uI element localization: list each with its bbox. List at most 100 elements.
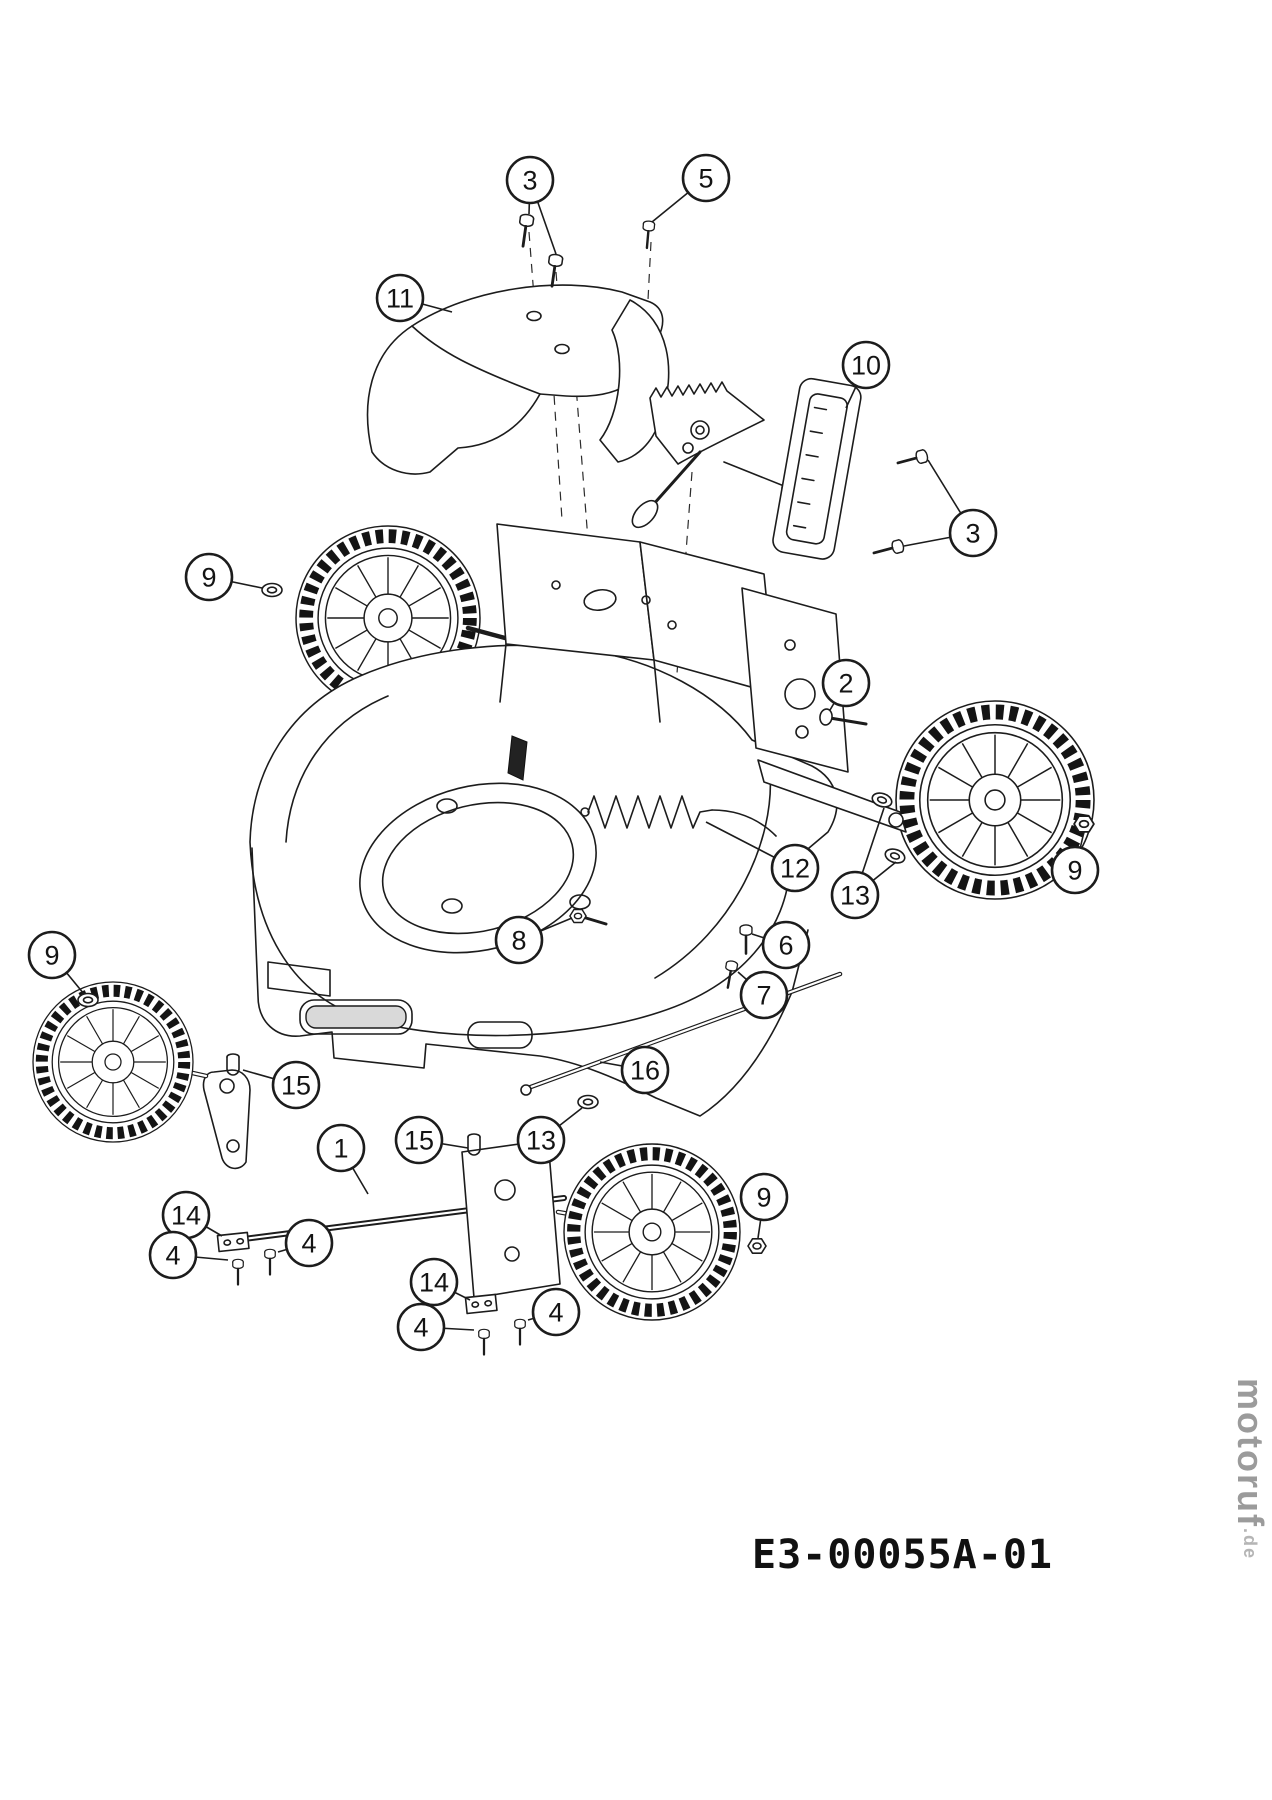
wheel-front-left — [296, 526, 508, 710]
wheel-front-lower-left — [33, 982, 193, 1142]
callout-14: 14 — [409, 1257, 471, 1307]
callout-10: 10 — [841, 340, 891, 409]
callout-2: 2 — [821, 658, 871, 711]
drawing-number: E3-00055A-01 — [752, 1532, 1053, 1578]
callout-circle — [27, 930, 77, 980]
callout-1: 1 — [316, 1123, 369, 1195]
callout-circle — [516, 1115, 566, 1165]
callout-number: 13 — [840, 880, 870, 910]
bracket-14b-icon — [464, 1293, 498, 1315]
callout-3: 3 — [903, 459, 998, 558]
callout-circle — [148, 1230, 198, 1280]
callout-number: 4 — [301, 1228, 316, 1258]
callout-number: 12 — [780, 853, 810, 883]
callout-circle — [316, 1123, 366, 1173]
callout-number: 3 — [522, 165, 537, 195]
washer-9c-icon — [77, 992, 99, 1008]
watermark: motoruf.de — [1230, 1378, 1271, 1560]
screw-4c-icon — [477, 1328, 491, 1356]
callout-9: 9 — [739, 1172, 789, 1239]
callout-7: 7 — [737, 970, 789, 1020]
callout-number: 8 — [511, 925, 526, 955]
callout-number: 10 — [851, 350, 881, 380]
callout-9: 9 — [1050, 831, 1100, 895]
callout-number: 15 — [404, 1125, 434, 1155]
callout-14: 14 — [161, 1190, 223, 1240]
callout-number: 9 — [201, 562, 216, 592]
callout-circle — [531, 1287, 581, 1337]
callout-circle — [505, 155, 555, 205]
callout-circle — [494, 915, 544, 965]
callout-circle — [841, 340, 891, 390]
screw-3a-icon — [515, 212, 536, 249]
callout-13: 13 — [516, 1107, 583, 1165]
callout-circle — [396, 1302, 446, 1352]
callout-circle — [375, 273, 425, 323]
wheel-rear-lower — [564, 1144, 740, 1320]
screw-3c-icon — [894, 447, 931, 471]
callout-16: 16 — [599, 1045, 670, 1095]
callout-number: 1 — [333, 1133, 348, 1163]
callout-number: 13 — [526, 1125, 556, 1155]
tension-spring — [580, 795, 777, 837]
washer-13c-icon — [577, 1094, 599, 1110]
callout-layer: 3 5 11 10 3 9 2 12 13 9 8 67 9 16 15 15 13 1 14 4 4 9 14 4 4 — [27, 153, 1100, 1352]
callout-circle — [1050, 845, 1100, 895]
callout-number: 7 — [756, 980, 771, 1010]
callout-15: 15 — [394, 1115, 469, 1165]
nut-9b-icon — [1073, 815, 1095, 833]
callout-number: 3 — [965, 518, 980, 548]
screw-4b-icon — [263, 1248, 277, 1276]
height-lever-assembly — [631, 381, 795, 529]
callout-3: 3 — [505, 155, 557, 255]
callout-number: 4 — [413, 1312, 428, 1342]
callout-9: 9 — [27, 930, 85, 995]
callout-circle — [830, 870, 880, 920]
mower-deck — [249, 523, 907, 1117]
front-axle-assembly — [149, 1061, 607, 1299]
callout-number: 5 — [698, 163, 713, 193]
watermark-domain: .de — [1240, 1527, 1260, 1560]
callout-15: 15 — [242, 1060, 321, 1110]
callout-number: 9 — [1067, 855, 1082, 885]
callout-circle — [409, 1257, 459, 1307]
callout-number: 16 — [630, 1055, 660, 1085]
callout-4: 4 — [277, 1218, 334, 1268]
callout-11: 11 — [375, 273, 453, 323]
screw-3d-icon — [870, 537, 907, 561]
callout-number: 11 — [386, 283, 414, 313]
callout-circle — [739, 1172, 789, 1222]
callout-circle — [770, 843, 820, 893]
callout-circle — [739, 970, 789, 1020]
callout-number: 15 — [281, 1070, 311, 1100]
callout-circle — [948, 508, 998, 558]
callout-circle — [394, 1115, 444, 1165]
callout-number: 9 — [756, 1182, 771, 1212]
bolt-8-icon — [569, 908, 587, 924]
callout-number: 14 — [419, 1267, 449, 1297]
callout-number: 6 — [778, 930, 793, 960]
callout-circle — [271, 1060, 321, 1110]
callout-number: 14 — [171, 1200, 201, 1230]
callout-number: 9 — [44, 940, 59, 970]
callout-13: 13 — [830, 807, 897, 920]
callout-circle — [821, 658, 871, 708]
callout-8: 8 — [494, 915, 573, 965]
callout-4: 4 — [396, 1302, 475, 1352]
callout-circle — [284, 1218, 334, 1268]
cover-flap — [599, 299, 670, 463]
callout-4: 4 — [527, 1287, 581, 1337]
callout-number: 4 — [165, 1240, 180, 1270]
washer-9a-icon — [261, 582, 283, 598]
lever-cover-plate — [772, 377, 862, 560]
callout-circle — [761, 920, 811, 970]
screw-4d-icon — [513, 1318, 527, 1346]
screw-5-icon — [640, 219, 657, 250]
callout-number: 4 — [548, 1297, 563, 1327]
callout-circle — [681, 153, 731, 203]
screw-3b-icon — [544, 252, 565, 289]
callout-5: 5 — [651, 153, 731, 223]
hardware-fasteners — [77, 212, 1095, 1356]
